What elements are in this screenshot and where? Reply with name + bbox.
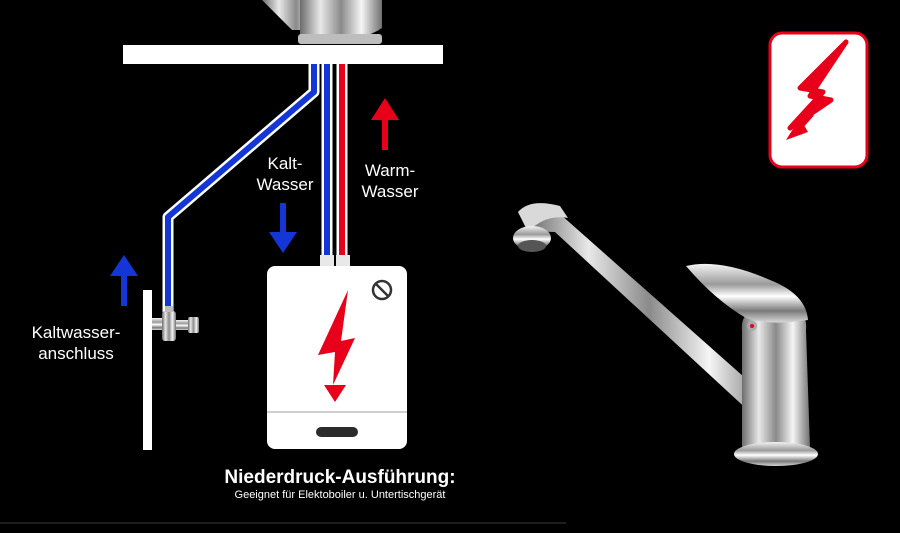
connection-label-line2: anschluss: [38, 344, 114, 364]
caption-title: Niederdruck-Ausführung:: [224, 467, 456, 488]
angle-valve-icon: [152, 306, 199, 341]
cold-water-label-line1: Kalt-: [267, 154, 303, 173]
lightning-warning-sign: [768, 31, 869, 169]
warm-water-label: Warm- Wasser: [350, 160, 430, 203]
no-symbol-icon: [371, 279, 393, 301]
wall: [143, 290, 152, 450]
countertop: [123, 45, 443, 64]
boiler: [267, 255, 407, 449]
connection-label: Kaltwasser- anschluss: [18, 322, 134, 365]
caption-subtitle: Geeignet für Elektoboiler u. Untertischg…: [234, 489, 446, 501]
warm-water-label-line1: Warm-: [364, 161, 416, 180]
warm-water-label-line2: Wasser: [361, 182, 419, 202]
faucet-top-fragment: [262, 0, 382, 44]
warm-arrow-up: [371, 98, 399, 150]
lightning-icon: [318, 290, 355, 402]
cold-water-label: Kalt- Wasser: [240, 153, 330, 196]
cold-arrow-down: [269, 203, 297, 253]
cold-pipe-valve: [162, 64, 320, 316]
connection-arrow-up: [110, 255, 138, 306]
lightning-icon: [786, 39, 849, 140]
faucet-icon: [513, 203, 818, 466]
connection-label-line1: Kaltwasser-: [31, 323, 121, 342]
cold-water-label-line2: Wasser: [256, 175, 314, 195]
